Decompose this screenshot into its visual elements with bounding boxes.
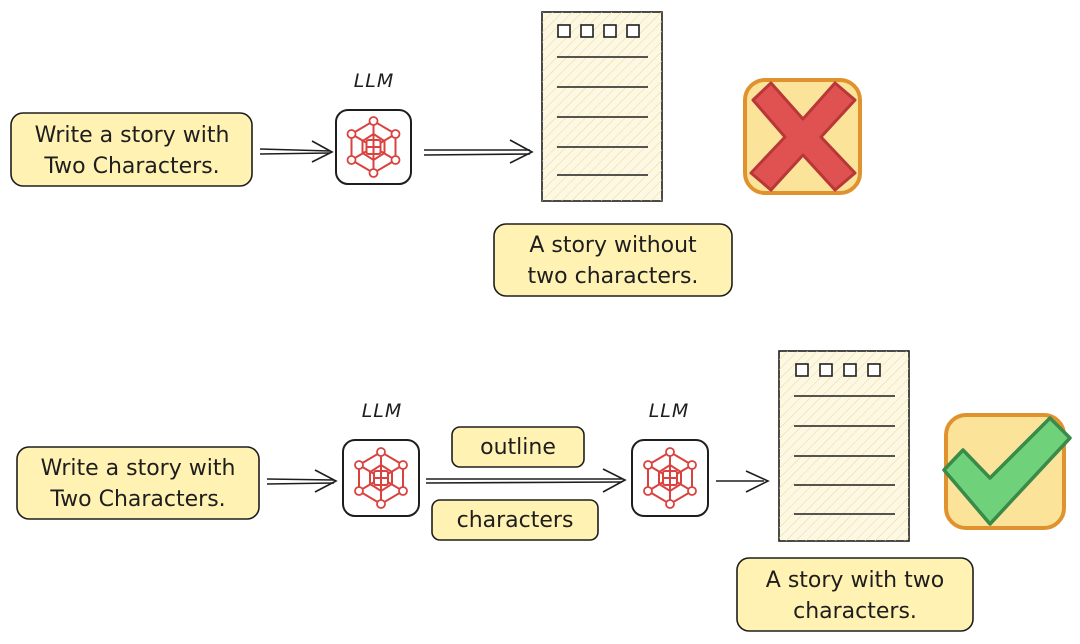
top-prompt-line-2: Two Characters. xyxy=(43,154,219,179)
bottom-prompt-to-llm-arrow xyxy=(266,469,338,493)
top-llm-label: LLM xyxy=(354,70,395,92)
top-result-note: A story without two characters. xyxy=(493,223,733,297)
top-prompt-to-llm-arrow xyxy=(259,140,334,163)
bottom-llm2-node xyxy=(631,439,709,517)
check-badge xyxy=(942,413,1072,530)
bottom-prompt-line-1: Write a story with xyxy=(41,456,236,481)
bottom-result-note: A story with two characters. xyxy=(736,557,974,632)
outline-label: outline xyxy=(480,435,556,460)
top-result-line-1: A story without xyxy=(529,233,697,258)
check-icon xyxy=(942,416,1072,526)
characters-note: characters xyxy=(431,499,599,541)
cross-icon xyxy=(749,81,857,192)
top-llm-node xyxy=(335,109,412,185)
bottom-result-line-2: characters. xyxy=(793,599,917,624)
bottom-document xyxy=(778,350,910,542)
top-prompt-note: Write a story with Two Characters. xyxy=(10,112,253,187)
top-llm-to-doc-arrow xyxy=(423,139,534,164)
bottom-llm1-label: LLM xyxy=(362,400,403,422)
top-prompt-line-1: Write a story with xyxy=(35,123,230,148)
llm1-to-llm2-arrow xyxy=(425,468,627,493)
outline-note: outline xyxy=(451,426,585,468)
bottom-llm1-node xyxy=(342,439,420,517)
document-icon xyxy=(557,24,648,176)
document-icon xyxy=(794,363,895,515)
llm2-to-doc-arrow xyxy=(716,470,770,493)
cross-badge xyxy=(743,78,862,195)
top-result-line-2: two characters. xyxy=(528,264,699,289)
bottom-prompt-line-2: Two Characters. xyxy=(49,487,225,512)
bottom-result-line-1: A story with two xyxy=(766,568,944,593)
top-document xyxy=(541,11,663,202)
characters-label: characters xyxy=(457,508,574,533)
bottom-llm2-label: LLM xyxy=(649,400,690,422)
bottom-prompt-note: Write a story with Two Characters. xyxy=(16,446,260,520)
